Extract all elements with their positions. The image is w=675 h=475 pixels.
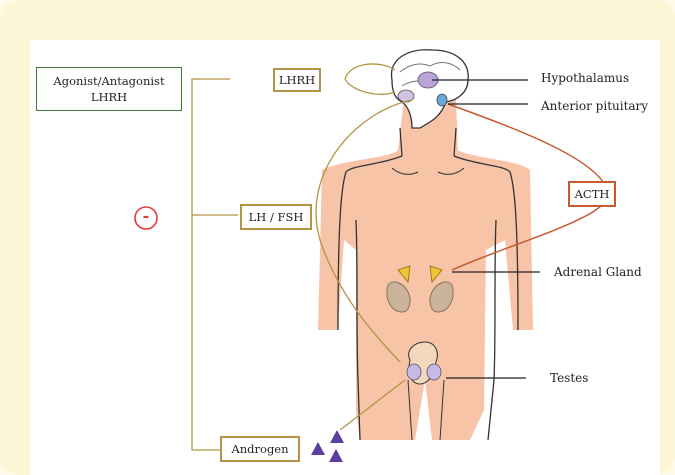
androgen-box: Androgen: [220, 436, 300, 462]
lhrh-label: LHRH: [279, 73, 315, 87]
lhrh-loop: [345, 64, 395, 94]
androgen-molecule-icon: [311, 430, 344, 462]
androgen-label: Androgen: [231, 442, 288, 456]
lhfsh-label: LH / FSH: [249, 210, 304, 224]
testes-label: Testes: [550, 371, 588, 385]
hypothalamus-label: Hypothalamus: [541, 71, 629, 85]
anterior-pituitary-label: Anterior pituitary: [541, 99, 648, 113]
testes-icon: [407, 342, 441, 384]
agonist-box-line1: Agonist/Antagonist: [37, 73, 181, 89]
acth-box: ACTH: [568, 181, 616, 207]
adrenal-gland-label: Adrenal Gland: [554, 265, 642, 279]
lhfsh-box: LH / FSH: [240, 204, 312, 230]
body-silhouette: [318, 100, 533, 440]
bracket-line: [192, 79, 230, 450]
inhibition-minus: -: [141, 206, 151, 225]
acth-label: ACTH: [575, 187, 610, 201]
agonist-box-line2: LHRH: [37, 89, 181, 105]
agonist-antagonist-box: Agonist/Antagonist LHRH: [36, 67, 182, 111]
lhrh-box: LHRH: [273, 68, 321, 92]
